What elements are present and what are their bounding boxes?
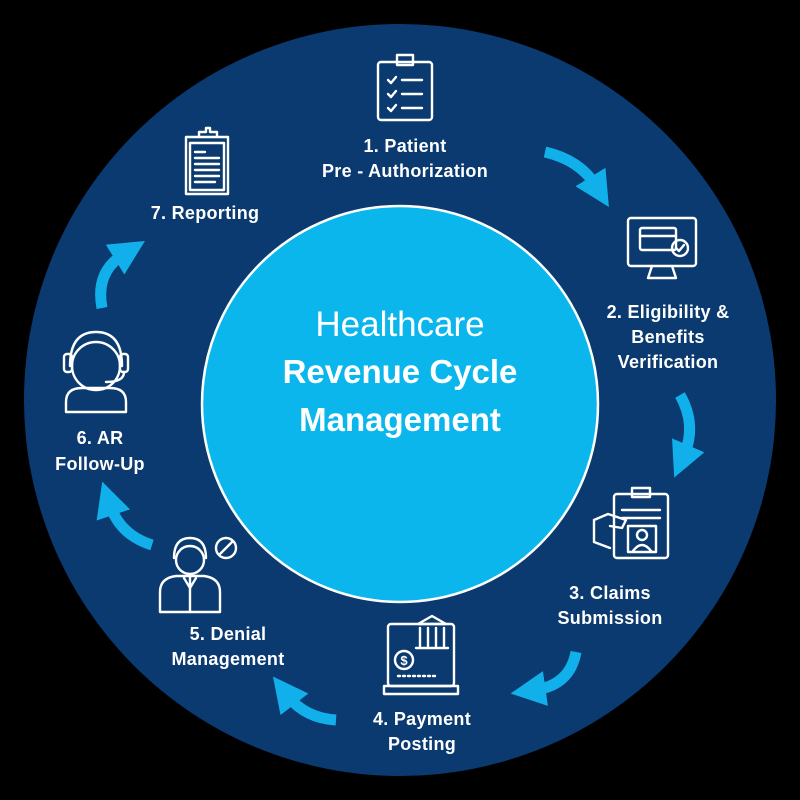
step-3-label: 3. Claims Submission [557,583,662,628]
inner-circle [200,204,600,604]
step-6-label: 6. AR Follow-Up [55,428,145,474]
step-2-label: 2. Eligibility & Benefits Verification [607,302,730,372]
step-6-line-1: 6. AR [77,428,124,448]
title-line-1: Healthcare [315,305,484,344]
step-4-line-2: Posting [388,734,456,754]
step-5-line-2: Management [171,649,284,669]
dollar-icon: $ [400,653,408,668]
step-5-label: 5. Denial Management [171,624,284,669]
step-1-line-1: 1. Patient [363,136,446,156]
arrow-4-5 [272,676,337,726]
flow-arrows [95,146,705,726]
headset-agent-icon [62,330,130,414]
hand-id-card-icon [592,486,670,560]
step-3-line-2: Submission [557,608,662,628]
arrow-5-6 [96,481,154,551]
payment-terminal-icon [382,614,460,696]
arrow-3-4 [510,650,582,706]
title-line-2: Revenue Cycle [283,353,518,390]
step-1-label: 1. Patient Pre - Authorization [322,136,488,181]
agent-denied-icon [158,536,238,614]
title-line-3: Management [299,401,501,438]
step-4-line-1: 4. Payment [373,709,471,729]
step-3-line-1: 3. Claims [569,583,651,603]
step-4-label: 4. Payment Posting [373,709,471,754]
step-6-line-2: Follow-Up [55,454,145,474]
monitor-card-check-icon [626,216,698,280]
step-2-line-3: Verification [618,352,719,372]
arrow-1-2 [543,146,609,207]
step-1-line-2: Pre - Authorization [322,161,488,181]
clipboard-checklist-icon [376,53,434,122]
step-2-line-1: 2. Eligibility & [607,302,730,322]
step-5-line-1: 5. Denial [190,624,267,644]
step-7-line-1: 7. Reporting [151,203,260,223]
arrow-6-7 [95,240,145,310]
clipboard-report-icon [184,126,230,196]
step-7-label: 7. Reporting [151,203,260,223]
step-2-line-2: Benefits [631,327,704,347]
arrow-2-3 [672,392,705,478]
